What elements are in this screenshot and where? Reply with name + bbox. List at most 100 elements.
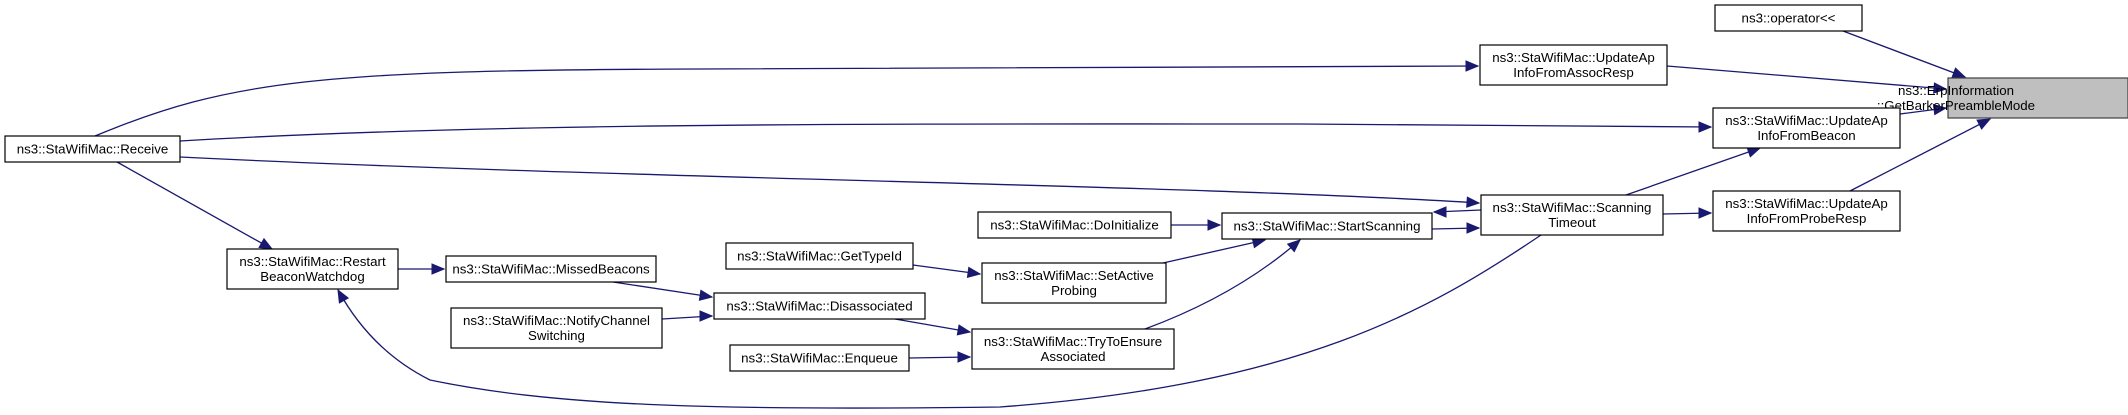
edge-receive-to-beacon [179,121,1713,142]
edge-proberesp-to-target [1849,118,1992,192]
arrowhead-icon [1698,207,1713,219]
edge-line [1666,65,1947,90]
edge-receive-to-restart [116,161,274,250]
edge-notifych-to-disassoc [661,310,714,322]
node-receive[interactable]: ns3::StaWifiMac::Receive [4,135,181,163]
edge-receive-to-assocresp [94,60,1480,137]
node-label: InfoFromProbeResp [1747,211,1867,226]
node-label: Timeout [1548,215,1596,230]
node-box[interactable] [1947,77,2128,119]
node-assocresp[interactable]: ns3::StaWifiMac::UpdateApInfoFromAssocRe… [1479,44,1668,86]
node-box[interactable] [226,248,399,290]
node-proberesp[interactable]: ns3::StaWifiMac::UpdateApInfoFromProbeRe… [1712,190,1901,232]
node-box[interactable] [1712,190,1901,232]
node-box[interactable] [729,344,910,372]
edge-line [94,65,1479,137]
edges-layer [94,30,1992,409]
arrowhead-icon [957,351,972,363]
arrowhead-icon [337,288,350,304]
edge-setactive-to-startscan [1162,237,1267,264]
node-box[interactable] [4,135,181,163]
node-label: ns3::StaWifiMac::TryToEnsure [984,334,1162,349]
edge-disassoc-to-tryensure [894,318,972,336]
node-label: ns3::ErpInformation [1898,83,2014,98]
arrowhead-icon [1932,103,1948,116]
node-box[interactable] [1479,44,1668,86]
node-label: ns3::StaWifiMac::Scanning [1493,200,1652,215]
edge-line [1842,30,1966,78]
node-box[interactable] [971,328,1175,370]
node-target[interactable]: ns3::ErpInformation::GetBarkerPreambleMo… [1877,77,2128,119]
node-startscan[interactable]: ns3::StaWifiMac::StartScanning [1221,212,1433,240]
arrowhead-icon [698,289,714,301]
edge-beacon-to-target [1899,103,1948,116]
arrowhead-icon [1465,60,1480,72]
node-label: InfoFromBeacon [1757,128,1855,143]
node-box[interactable] [725,242,914,270]
node-box[interactable] [1221,212,1433,240]
nodes-layer: ns3::ErpInformation::GetBarkerPreambleMo… [4,4,2128,372]
arrowhead-icon [1286,239,1301,253]
edge-tryensure-to-startscan [1144,239,1301,330]
node-label: Probing [1051,283,1097,298]
edge-line [612,281,713,298]
node-box[interactable] [1480,194,1664,236]
edge-enqueue-to-tryensure [908,351,972,363]
node-label: ns3::StaWifiMac::Receive [17,142,169,157]
node-operator[interactable]: ns3::operator<< [1714,4,1863,32]
arrowhead-icon [1207,219,1222,231]
node-box[interactable] [450,307,663,349]
arrowhead-icon [431,263,446,275]
node-label: ns3::StaWifiMac::UpdateAp [1725,113,1888,128]
arrowhead-icon [1432,206,1447,218]
node-box[interactable] [1712,107,1901,149]
edge-missed-to-disassoc [612,281,714,301]
node-box[interactable] [445,255,657,283]
edge-line [1849,118,1991,192]
arrowhead-icon [1933,82,1948,94]
node-disassoc[interactable]: ns3::StaWifiMac::Disassociated [713,292,926,320]
node-box[interactable] [1714,4,1863,32]
node-label: ns3::StaWifiMac::NotifyChannel [463,313,650,328]
node-label: InfoFromAssocResp [1513,65,1633,80]
node-label: ns3::StaWifiMac::SetActive [994,268,1154,283]
node-label: BeaconWatchdog [260,269,364,284]
arrowhead-icon [1976,118,1992,130]
edge-scantimeout-to-beacon [1625,146,1762,196]
node-doinit[interactable]: ns3::StaWifiMac::DoInitialize [977,211,1172,239]
node-label: ns3::StaWifiMac::UpdateAp [1492,50,1655,65]
edge-line [337,234,1542,409]
node-label: Switching [528,328,585,343]
node-label: ns3::StaWifiMac::Restart [239,254,386,269]
node-label: ::GetBarkerPreambleMode [1877,98,2035,113]
node-box[interactable] [977,211,1172,239]
edge-restart-to-missed [398,263,446,275]
node-label: ns3::StaWifiMac::StartScanning [1234,219,1421,234]
node-missed[interactable]: ns3::StaWifiMac::MissedBeacons [445,255,657,283]
node-box[interactable] [981,262,1167,304]
arrowhead-icon [1746,146,1762,158]
node-box[interactable] [713,292,926,320]
node-label: ns3::StaWifiMac::GetTypeId [737,249,902,264]
arrowhead-icon [1466,196,1481,208]
arrowhead-icon [966,266,982,279]
node-gettypeid[interactable]: ns3::StaWifiMac::GetTypeId [725,242,914,270]
edge-gettypeid-to-setactive [912,264,982,279]
edge-doinit-to-startscan [1171,219,1222,231]
edge-line [1144,239,1301,330]
edge-assocresp-to-target [1666,65,1948,94]
arrowhead-icon [1698,121,1713,133]
edge-line [894,318,971,333]
edge-line [1162,239,1266,264]
edge-scantimeout-to-proberesp [1662,207,1713,219]
node-label: ns3::StaWifiMac::DoInitialize [990,218,1158,233]
node-label: ns3::operator<< [1742,11,1836,26]
node-enqueue[interactable]: ns3::StaWifiMac::Enqueue [729,344,910,372]
edge-scantimeout-to-startscan [1432,206,1482,218]
